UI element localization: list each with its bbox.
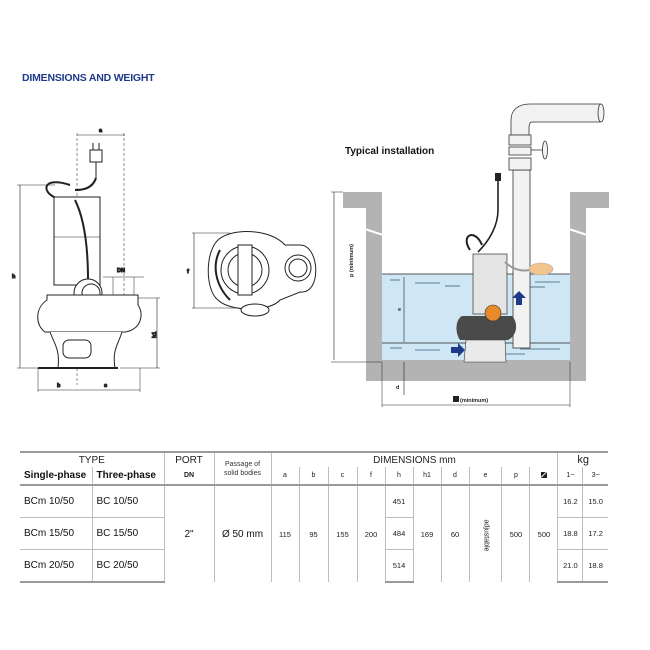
cell-c: 155 xyxy=(327,484,357,582)
outflow-arrow-icon xyxy=(512,291,526,305)
level-float xyxy=(528,262,554,276)
cell-kg1: 18.8 xyxy=(557,517,583,550)
install-pump-volute xyxy=(456,316,517,340)
header-kg: kg xyxy=(557,451,608,467)
header-col-a: a xyxy=(270,467,299,485)
header-col-diameter xyxy=(529,467,558,485)
plug-icon xyxy=(89,149,103,163)
pump-side-view: a DN h h1 xyxy=(12,128,160,392)
cell-diameter: 500 xyxy=(529,484,558,582)
row-single-phase: BCm 10/50 xyxy=(20,484,92,518)
cell-h: 514 xyxy=(384,549,413,583)
header-col-f: f xyxy=(356,467,385,485)
cell-f: 200 xyxy=(356,484,385,582)
installation-label: Typical installation xyxy=(345,146,435,157)
header-passage-line2: solid bodies xyxy=(224,469,261,477)
row-three-phase: BC 15/50 xyxy=(91,517,164,550)
header-type: TYPE xyxy=(20,451,164,467)
cell-passage: Ø 50 mm xyxy=(213,484,271,582)
header-col-h1: h1 xyxy=(412,467,441,485)
header-port: PORT xyxy=(163,451,214,467)
cell-e-text: adjustable xyxy=(481,519,489,551)
cell-kg1: 21.0 xyxy=(557,549,583,583)
header-passage-line1: Passage of xyxy=(224,460,261,468)
installation-diagram: p (minimum) e d (minimum) xyxy=(331,103,609,407)
cell-d: 60 xyxy=(440,484,469,582)
dim-a-label: a xyxy=(99,128,103,134)
header-col-b: b xyxy=(298,467,328,485)
dim-h1-label: h1 xyxy=(152,332,158,338)
header-single-phase: Single-phase xyxy=(24,470,87,481)
cell-kg3: 18.8 xyxy=(582,549,608,583)
dim-d-label: d xyxy=(396,385,399,391)
header-col-e: e xyxy=(468,467,502,485)
cell-kg3: 15.0 xyxy=(582,484,608,518)
cell-kg1: 16.2 xyxy=(557,484,583,518)
cell-h: 484 xyxy=(384,517,413,550)
header-dimensions: DIMENSIONS mm xyxy=(270,451,558,467)
table-row: BCm 20/50 BC 20/50 514 21.0 18.8 xyxy=(20,549,608,583)
dim-c-label: c xyxy=(104,383,107,389)
row-three-phase: BC 10/50 xyxy=(91,484,164,518)
dim-b-label: b xyxy=(57,383,61,389)
dim-p-label: p (minimum) xyxy=(349,244,355,277)
page-title: DIMENSIONS AND WEIGHT xyxy=(22,72,155,84)
motor-housing xyxy=(53,196,101,286)
row-single-phase: BCm 20/50 xyxy=(20,549,92,583)
install-plug-icon xyxy=(495,173,501,181)
table-row: BCm 10/50 BC 10/50 2" Ø 50 mm 115 95 155… xyxy=(20,484,608,582)
header-col-p: p xyxy=(501,467,530,485)
header-col-kg3: 3~ xyxy=(582,467,608,485)
dim-f-label: f xyxy=(187,269,189,275)
cell-h1: 169 xyxy=(412,484,441,582)
table-row: BCm 15/50 BC 15/50 484 18.8 17.2 xyxy=(20,517,608,550)
volute xyxy=(37,294,142,333)
header-col-d: d xyxy=(440,467,469,485)
inflow-arrow-icon xyxy=(451,343,465,357)
dim-h-label: h xyxy=(12,274,16,280)
dim-dn-label: DN xyxy=(117,268,125,274)
dim-e-label: e xyxy=(398,307,401,313)
header-three-phase: Three-phase xyxy=(91,467,164,485)
technical-drawings: a DN h h1 xyxy=(12,103,609,407)
row-single-phase: BCm 15/50 xyxy=(20,517,92,550)
cell-a: 115 xyxy=(270,484,299,582)
diameter-icon xyxy=(540,472,547,479)
discharge-pipe xyxy=(508,103,605,349)
cell-h: 451 xyxy=(384,484,413,518)
row-three-phase: BC 20/50 xyxy=(91,549,164,583)
cell-p: 500 xyxy=(501,484,530,582)
cell-e: adjustable xyxy=(468,484,502,582)
cell-kg3: 17.2 xyxy=(582,517,608,550)
spec-table: TYPE PORT Passage of solid bodies DIMENS… xyxy=(20,451,608,583)
cell-b: 95 xyxy=(298,484,328,582)
cell-port: 2" xyxy=(163,484,214,582)
install-float xyxy=(484,304,502,322)
header-port-unit: DN xyxy=(163,467,214,485)
header-col-h: h xyxy=(384,467,413,485)
header-col-kg1: 1~ xyxy=(557,467,583,485)
header-col-c: c xyxy=(327,467,357,485)
pump-top-view: f xyxy=(187,231,317,317)
diameter-icon xyxy=(453,396,459,402)
dim-diameter-label: (minimum) xyxy=(460,398,488,404)
header-passage: Passage of solid bodies xyxy=(213,451,271,485)
install-pump-motor xyxy=(472,253,508,315)
